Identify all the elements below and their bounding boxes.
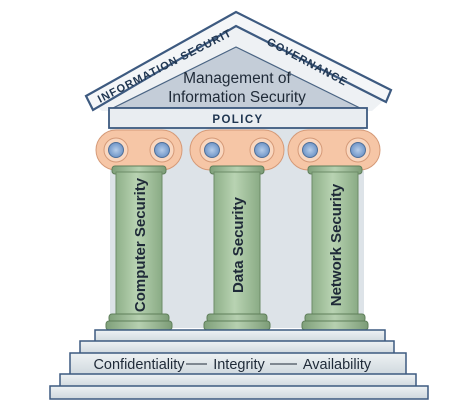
pillar-shaft [311,171,359,317]
policy-label: POLICY [212,114,263,126]
scroll-icon [108,142,124,158]
pillar-label-network-security: Network Security [328,183,345,306]
step-5 [49,385,429,400]
roof-center-line2: Information Security [168,89,306,106]
scroll-icon [254,142,270,158]
scroll-icon [302,142,318,158]
base-label-confidentiality: Confidentiality [93,357,185,373]
base-label-integrity: Integrity [213,357,265,373]
roof-center-line1: Management of [183,70,291,87]
scroll-icon [204,142,220,158]
step-1 [94,329,386,343]
pillar-shaft [115,171,163,317]
base-steps: Confidentiality Integrity Availability [49,329,429,400]
pillar-shaft [213,171,261,317]
scroll-icon [154,142,170,158]
pillar-label-computer-security: Computer Security [132,177,149,312]
base-label-availability: Availability [303,357,372,373]
pillar-label-data-security: Data Security [230,196,247,293]
step-2 [79,340,395,355]
pillar-network-security: Network Security [287,129,381,331]
roof-border [84,10,393,112]
policy-beam: POLICY [108,107,368,129]
step-4 [59,373,417,388]
roof: INFORMATION SECURITY GOVERNANCE Manageme… [0,0,393,112]
pillar-computer-security: Computer Security [95,129,183,331]
scroll-icon [350,142,366,158]
